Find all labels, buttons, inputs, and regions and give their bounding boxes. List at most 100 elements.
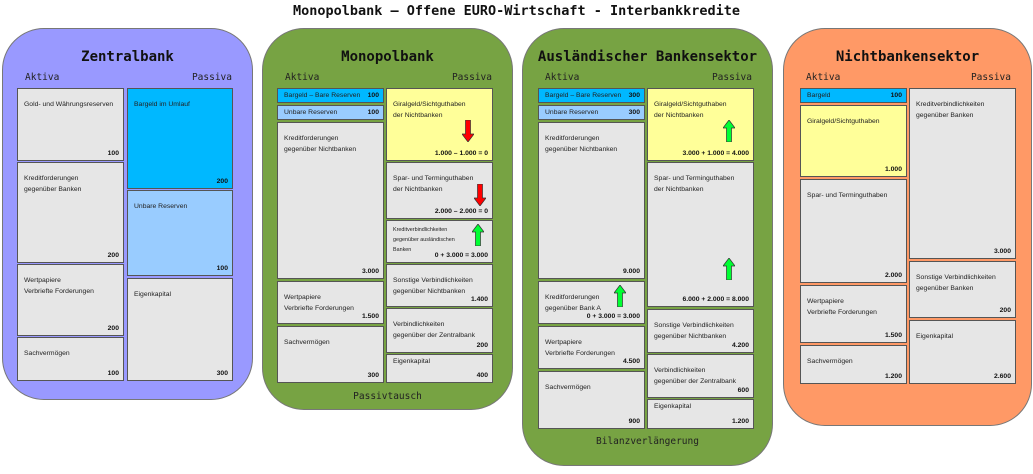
item-label: Kreditverbindlichkeiten gegenüber Banken bbox=[916, 101, 985, 119]
balance-item: Bargeld – Bare Reserven 300 bbox=[538, 88, 645, 103]
item-value: 2.600 bbox=[993, 373, 1011, 380]
item-label: Spar- und Terminguthaben der Nichtbanken bbox=[654, 175, 735, 193]
balance-item: Unbare Reserven 100 bbox=[277, 105, 384, 120]
item-label: Verbindlichkeiten gegenüber der Zentralb… bbox=[393, 321, 475, 339]
item-value: 300 bbox=[216, 370, 228, 377]
aktiva-label: Aktiva bbox=[25, 72, 60, 83]
item-label: Kreditforderungen gegenüber Banken bbox=[24, 175, 82, 193]
item-value: 3.000 + 1.000 = 4.000 bbox=[682, 150, 749, 157]
item-label: Wertpapiere Verbriefte Forderungen bbox=[284, 294, 354, 312]
item-value: 3.000 bbox=[361, 268, 379, 275]
panel-footer: Passivtausch bbox=[353, 391, 422, 402]
item-value: 200 bbox=[107, 325, 119, 332]
item-value: 200 bbox=[107, 252, 119, 259]
item-label: Bargeld – Bare Reserven bbox=[284, 92, 361, 99]
item-value: 900 bbox=[628, 418, 640, 425]
arrow-up-icon bbox=[614, 285, 626, 307]
balance-item: Bargeld 100 bbox=[800, 88, 907, 103]
item-value: 200 bbox=[216, 178, 228, 185]
item-value: 1.500 bbox=[361, 313, 379, 320]
balance-item: Bargeld – Bare Reserven 100 bbox=[277, 88, 384, 103]
balance-item: Sachvermögen 300 bbox=[277, 326, 384, 383]
item-label: Sachvermögen bbox=[545, 384, 591, 391]
item-label: Sonstige Verbindlichkeiten gegenüber Nic… bbox=[393, 277, 473, 295]
balance-item: Kreditforderungen gegenüber Nichtbanken 3… bbox=[277, 122, 384, 279]
item-value: 2.000 – 2.000 = 0 bbox=[434, 208, 488, 215]
item-value: 4.200 bbox=[731, 342, 749, 349]
balance-item: Kreditverbindlichkeiten gegenüber Banken… bbox=[909, 88, 1016, 259]
item-label: Sachvermögen bbox=[24, 350, 70, 357]
item-value: 100 bbox=[367, 109, 379, 116]
item-label: Giralgeld/Sichtguthaben der Nichtbanken bbox=[393, 101, 466, 119]
balance-item: Verbindlichkeiten gegenüber der Zentralb… bbox=[386, 308, 493, 353]
item-label: Bargeld im Umlauf bbox=[134, 101, 190, 108]
item-value: 1.200 bbox=[731, 418, 749, 425]
item-value: 100 bbox=[890, 92, 902, 99]
item-value: 100 bbox=[216, 265, 228, 272]
balance-item: Kreditforderungen gegenüber Nichtbanken 9… bbox=[538, 122, 645, 279]
balance-item: Wertpapiere Verbriefte Forderungen 1.500 bbox=[800, 285, 907, 343]
item-label: Kreditforderungen gegenüber Nichtbanken bbox=[284, 135, 357, 153]
arrow-up-icon bbox=[472, 224, 484, 246]
item-value: 0 + 3.000 = 3.000 bbox=[434, 252, 488, 259]
arrow-down-icon bbox=[462, 120, 474, 142]
item-label: Unbare Reserven bbox=[134, 203, 188, 210]
panel-footer: Bilanzverlängerung bbox=[596, 436, 699, 447]
item-value: 600 bbox=[737, 387, 749, 394]
balance-item: Bargeld im Umlauf 200 bbox=[127, 88, 233, 189]
item-label: Sachvermögen bbox=[284, 339, 330, 346]
panel-title: Nichtbankensektor bbox=[835, 49, 980, 65]
balance-item: Sonstige Verbindlichkeiten gegenüber Ban… bbox=[909, 261, 1016, 318]
item-value: 200 bbox=[999, 307, 1011, 314]
balance-item: Kreditforderungen gegenüber Banken 200 bbox=[17, 162, 124, 263]
item-label: Wertpapiere Verbriefte Forderungen bbox=[807, 298, 877, 316]
aktiva-label: Aktiva bbox=[545, 72, 580, 83]
item-value: 300 bbox=[367, 372, 379, 379]
item-value: 200 bbox=[476, 342, 488, 349]
passiva-label: Passiva bbox=[970, 72, 1011, 83]
item-value: 100 bbox=[367, 92, 379, 99]
aktiva-label: Aktiva bbox=[806, 72, 841, 83]
arrow-up-icon bbox=[723, 120, 735, 142]
balance-item: Wertpapiere Verbriefte Forderungen 4.500 bbox=[538, 326, 645, 369]
passiva-label: Passiva bbox=[711, 72, 752, 83]
balance-item: Spar- und Terminguthaben der Nichtbanken… bbox=[647, 162, 754, 307]
aktiva-label: Aktiva bbox=[285, 72, 320, 83]
item-value: 300 bbox=[628, 92, 640, 99]
passiva-label: Passiva bbox=[191, 72, 232, 83]
item-label: Gold- und Währungsreserven bbox=[24, 101, 114, 108]
item-label: Unbare Reserven bbox=[284, 109, 338, 116]
item-label: Bargeld – Bare Reserven bbox=[545, 92, 622, 99]
item-label: Kreditforderungen gegenüber Bank A bbox=[545, 294, 601, 312]
item-value: 3.000 bbox=[993, 248, 1011, 255]
balance-item: Sonstige Verbindlichkeiten gegenüber Nic… bbox=[647, 309, 754, 353]
item-label: Unbare Reserven bbox=[545, 109, 599, 116]
item-label: Spar- und Terminguthaben der Nichtbanken bbox=[393, 175, 474, 193]
item-label: Bargeld bbox=[807, 92, 831, 99]
arrow-down-icon bbox=[474, 184, 486, 206]
item-value: 1.500 bbox=[884, 332, 902, 339]
item-label: Sonstige Verbindlichkeiten gegenüber Nic… bbox=[654, 322, 734, 340]
item-value: 4.500 bbox=[622, 358, 640, 365]
item-label: Kreditverbindlichkeiten gegenüber auslän… bbox=[393, 227, 455, 253]
item-label: Eigenkapital bbox=[916, 333, 954, 340]
item-label: Sachvermögen bbox=[807, 358, 853, 365]
item-label: Giralgeld/Sichtguthaben der Nichtbanken bbox=[654, 101, 727, 119]
item-value: 1.000 bbox=[884, 166, 902, 173]
item-value: 0 + 3.000 = 3.000 bbox=[586, 313, 640, 320]
item-label: Kreditforderungen gegenüber Nichtbanken bbox=[545, 135, 618, 153]
item-value: 1.200 bbox=[884, 373, 902, 380]
balance-item: Spar- und Terminguthaben der Nichtbanken… bbox=[386, 162, 493, 219]
item-label: Verbindlichkeiten gegenüber der Zentralb… bbox=[654, 367, 736, 385]
item-label: Wertpapiere Verbriefte Forderungen bbox=[545, 339, 615, 357]
passiva-label: Passiva bbox=[451, 72, 492, 83]
item-value: 9.000 bbox=[622, 268, 640, 275]
